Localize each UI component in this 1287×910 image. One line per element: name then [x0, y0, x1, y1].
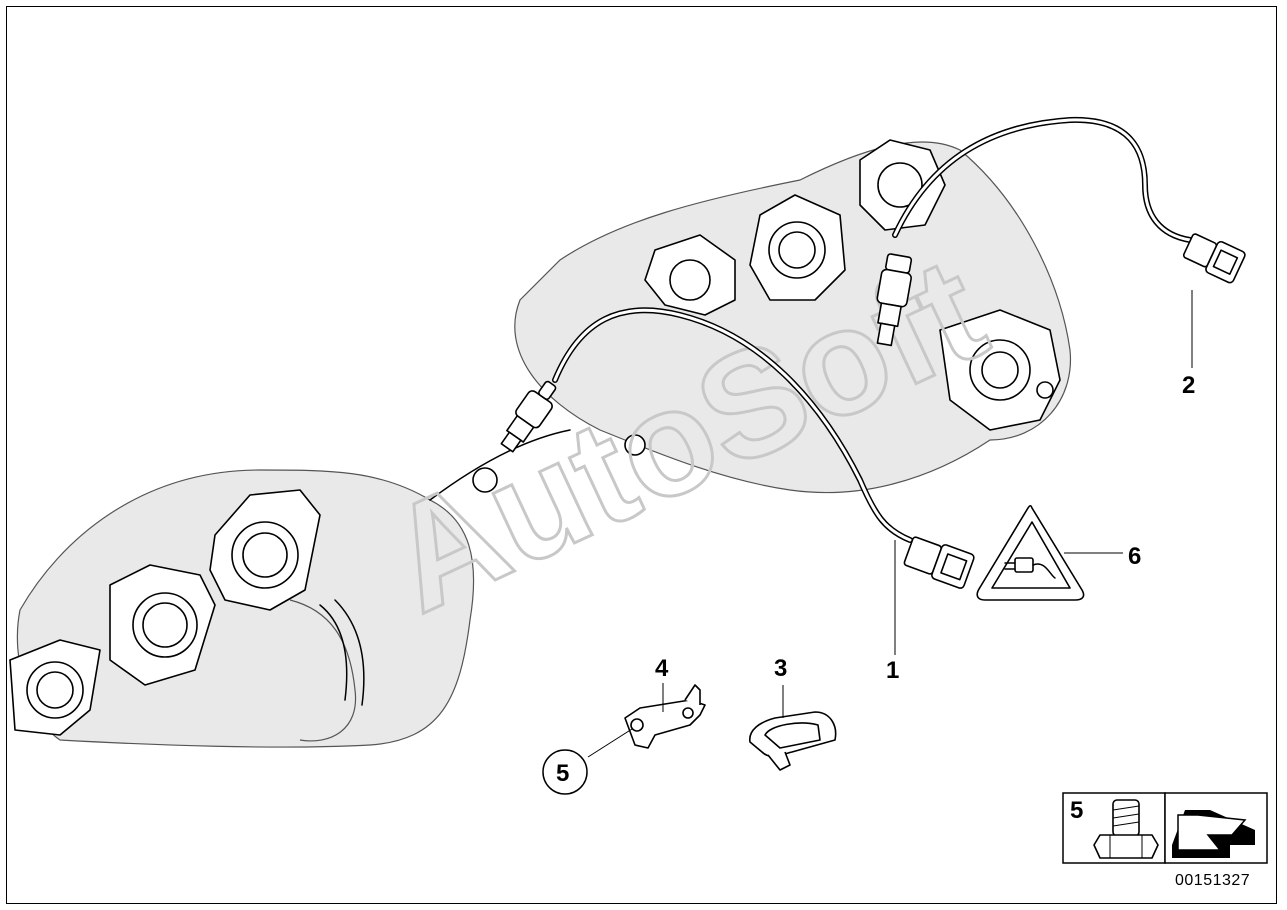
callout-3: 3	[774, 655, 787, 682]
reference-number: 00151327	[1175, 872, 1250, 889]
oxygen-sensor-icon	[500, 307, 975, 589]
circled-callout-label: 5	[556, 760, 569, 787]
callout-6: 6	[1128, 543, 1141, 570]
bolt-icon	[1093, 799, 1159, 859]
leader-lines	[587, 290, 1193, 758]
diagram-frame	[6, 6, 1277, 904]
callout-2: 2	[1182, 372, 1195, 399]
bracket-icon	[624, 684, 706, 749]
circled-callout-5: 5	[542, 749, 588, 795]
callout-1: 1	[886, 657, 899, 684]
legend-box-label: 5	[1070, 797, 1083, 824]
arrow-icon	[1172, 810, 1255, 858]
exhaust-manifold-icon	[9, 139, 1072, 748]
connector-warning-icon	[976, 504, 1085, 601]
legend-box: 5	[1062, 792, 1268, 864]
oxygen-sensor-icon	[876, 116, 1246, 347]
callout-4: 4	[655, 655, 669, 682]
cable-clip-icon	[749, 711, 837, 771]
